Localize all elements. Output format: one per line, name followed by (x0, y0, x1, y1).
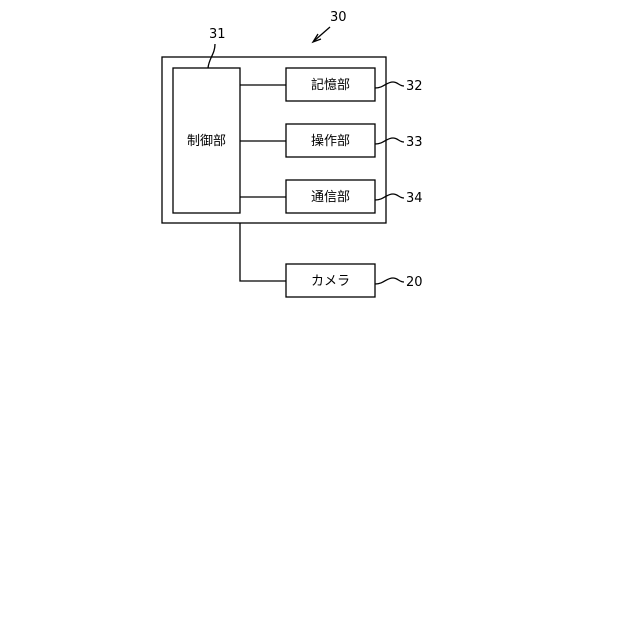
operation-unit-ref-label: 33 (406, 135, 423, 150)
camera-leader (375, 278, 404, 284)
communication-unit-ref-label: 34 (406, 191, 423, 206)
communication-unit-label: 通信部 (311, 190, 350, 205)
operation-unit-label: 操作部 (311, 133, 350, 149)
camera-ref-label: 20 (406, 275, 423, 290)
device-to-camera-line (240, 223, 286, 281)
storage-unit-ref-label: 32 (406, 79, 423, 94)
camera-label: カメラ (311, 274, 350, 289)
control-unit-ref-label: 31 (209, 27, 226, 42)
storage-unit-label: 記憶部 (311, 77, 350, 93)
device-ref-arrow (313, 27, 330, 42)
control-unit-label: 制御部 (187, 134, 226, 149)
device-ref-label: 30 (330, 10, 347, 25)
